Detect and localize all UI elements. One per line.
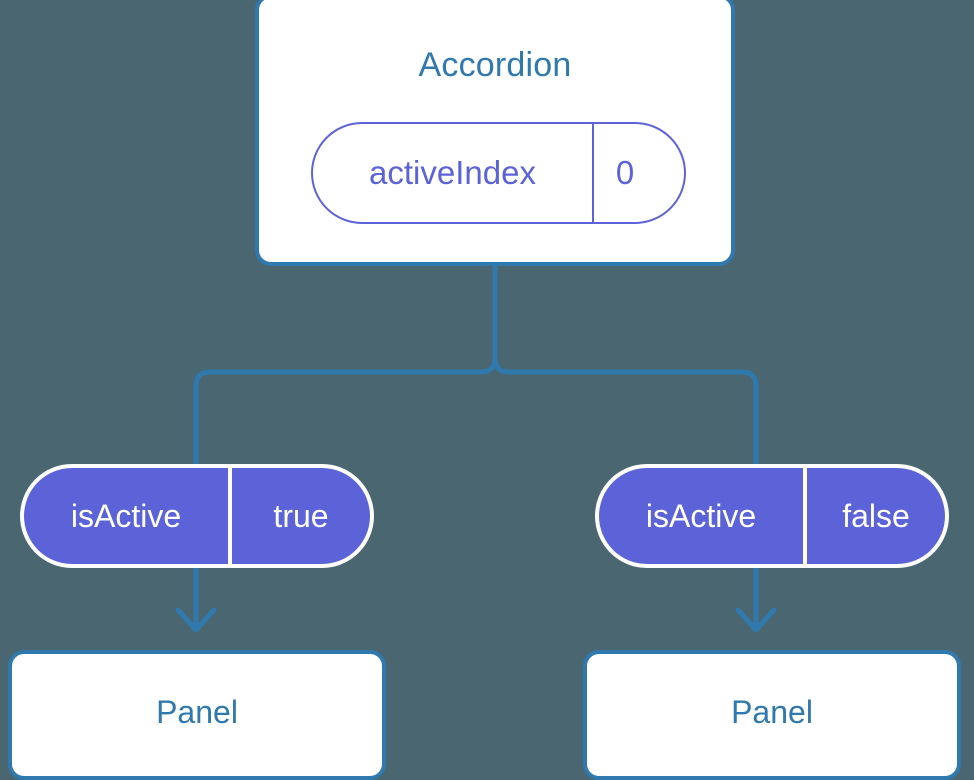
panel-title: Panel <box>156 694 238 730</box>
panel-component-node-right[interactable]: Panel <box>583 650 961 780</box>
accordion-component-node[interactable]: Accordion activeIndex 0 <box>255 0 735 266</box>
prop-pill-is-active-true[interactable]: isActive true <box>20 464 374 568</box>
arrow-down-icon <box>735 607 777 633</box>
prop-pill-value: true <box>273 497 329 534</box>
prop-pill-value: false <box>842 497 910 534</box>
panel-component-node-left[interactable]: Panel <box>8 650 386 780</box>
state-pill-key: activeIndex <box>313 124 594 222</box>
arrow-down-icon <box>175 607 217 633</box>
prop-pill-key: isActive <box>24 468 232 564</box>
state-pill-active-index[interactable]: activeIndex 0 <box>311 122 686 224</box>
prop-pill-is-active-false[interactable]: isActive false <box>595 464 949 568</box>
panel-title: Panel <box>731 694 813 730</box>
accordion-title: Accordion <box>418 46 572 84</box>
state-pill-value: 0 <box>615 154 635 191</box>
prop-pill-key: isActive <box>599 468 807 564</box>
